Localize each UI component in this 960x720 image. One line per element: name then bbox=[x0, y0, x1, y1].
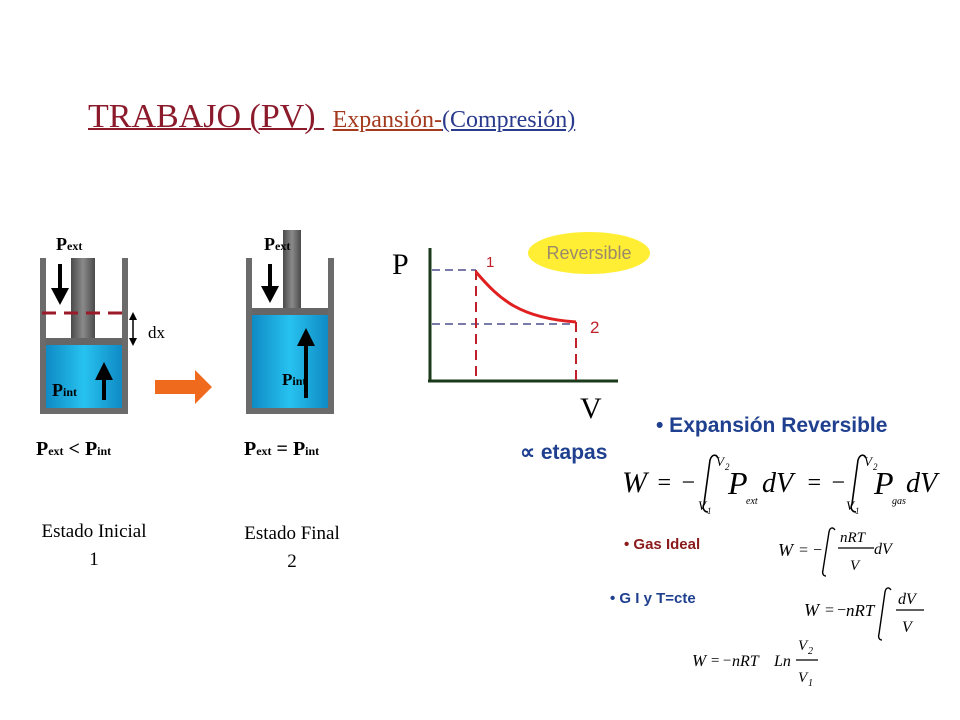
f1-p1: P bbox=[727, 465, 748, 501]
f1-gas: gas bbox=[892, 496, 906, 507]
f1-ext: ext bbox=[746, 496, 758, 507]
f4-v2: V bbox=[798, 638, 809, 654]
f1-p2: P bbox=[873, 465, 894, 501]
f4-v2-sub: 2 bbox=[808, 646, 813, 657]
f2-eq: = bbox=[798, 542, 809, 559]
right-pext-label: Pext bbox=[264, 234, 291, 254]
bullet-expansion-reversible: • Expansión Reversible bbox=[656, 414, 888, 437]
f4-minus: − bbox=[722, 653, 732, 669]
formula-gi-tcte: W = − nRT dV V bbox=[804, 587, 924, 641]
f3-nrt: nRT bbox=[846, 601, 876, 620]
f1-eq1: = bbox=[656, 470, 672, 496]
formula-work-reversible: W = − V 2 V 1 P ext dV = − V 2 V 1 P gas… bbox=[622, 454, 940, 516]
title-compression: (Compresión) bbox=[441, 107, 576, 133]
y-axis-label: P bbox=[392, 248, 409, 281]
title-expansion: Expansión bbox=[332, 107, 434, 133]
f2-v: V bbox=[850, 558, 861, 574]
bullet-gi-tcte: • G I y T=cte bbox=[610, 590, 696, 607]
f2-nrt: nRT bbox=[840, 530, 867, 546]
f1-v2b: V bbox=[864, 454, 874, 469]
f3-eq: = bbox=[824, 602, 835, 619]
f1-eq2: = bbox=[806, 470, 822, 496]
formula-ln: W = − nRT Ln V 2 V 1 bbox=[692, 638, 818, 689]
point-1-label: 1 bbox=[486, 254, 495, 271]
title-dash: - bbox=[433, 107, 442, 133]
f1-v2: V bbox=[716, 454, 726, 469]
left-pext-label: Pext bbox=[56, 234, 83, 254]
f3-minus: − bbox=[836, 602, 847, 619]
f2-dv: dV bbox=[874, 541, 894, 558]
isotherm-curve bbox=[474, 271, 577, 324]
reversible-badge: Reversible bbox=[528, 232, 650, 274]
f4-eq: = bbox=[710, 653, 720, 669]
f1-v2-sub: 2 bbox=[725, 462, 730, 472]
f3-dv: dV bbox=[898, 591, 918, 608]
f2-minus: − bbox=[812, 542, 823, 559]
state-final: Estado Final 2 bbox=[244, 523, 340, 572]
f4-w: W bbox=[692, 651, 708, 670]
f4-ln: Ln bbox=[773, 653, 791, 670]
right-pint-label: Pint bbox=[282, 370, 307, 389]
transition-arrow bbox=[155, 370, 212, 404]
f3-v: V bbox=[902, 619, 914, 636]
f1-dv2: dV bbox=[906, 468, 940, 499]
left-cylinder bbox=[40, 258, 137, 414]
f1-minus1: − bbox=[680, 470, 696, 496]
bullet-gas-ideal: • Gas Ideal bbox=[624, 536, 701, 553]
f4-nrt: nRT bbox=[732, 653, 760, 670]
x-axis-label: V bbox=[580, 392, 602, 425]
f1-v1-sub: 1 bbox=[707, 506, 712, 516]
f3-w: W bbox=[804, 600, 821, 620]
f1-minus2: − bbox=[830, 470, 846, 496]
f1-v2b-sub: 2 bbox=[873, 462, 878, 472]
f1-dv1: dV bbox=[762, 468, 796, 499]
f2-w: W bbox=[778, 540, 795, 560]
f1-v1: V bbox=[698, 498, 708, 513]
left-pint-label: Pint bbox=[52, 380, 78, 400]
relation-final: Pext = Pint bbox=[244, 438, 320, 460]
f1-w: W bbox=[622, 466, 650, 499]
formula-gas-ideal: W = − nRT V dV bbox=[778, 527, 894, 577]
title-main: TRABAJO (PV) bbox=[88, 98, 316, 135]
page-title: TRABAJO (PV) Expansión-(Compresión) bbox=[88, 98, 575, 136]
point-2-label: 2 bbox=[590, 318, 600, 337]
f4-v1-sub: 1 bbox=[808, 678, 813, 689]
infinite-stages: ∝ etapas bbox=[520, 441, 608, 464]
right-cylinder bbox=[246, 230, 334, 414]
state-initial: Estado Inicial 1 bbox=[41, 521, 147, 570]
f1-v1b: V bbox=[846, 498, 856, 513]
f4-v1: V bbox=[798, 670, 809, 686]
f1-v1b-sub: 1 bbox=[855, 506, 860, 516]
relation-initial: Pext < Pint bbox=[36, 438, 112, 460]
dx-label: dx bbox=[148, 323, 165, 342]
